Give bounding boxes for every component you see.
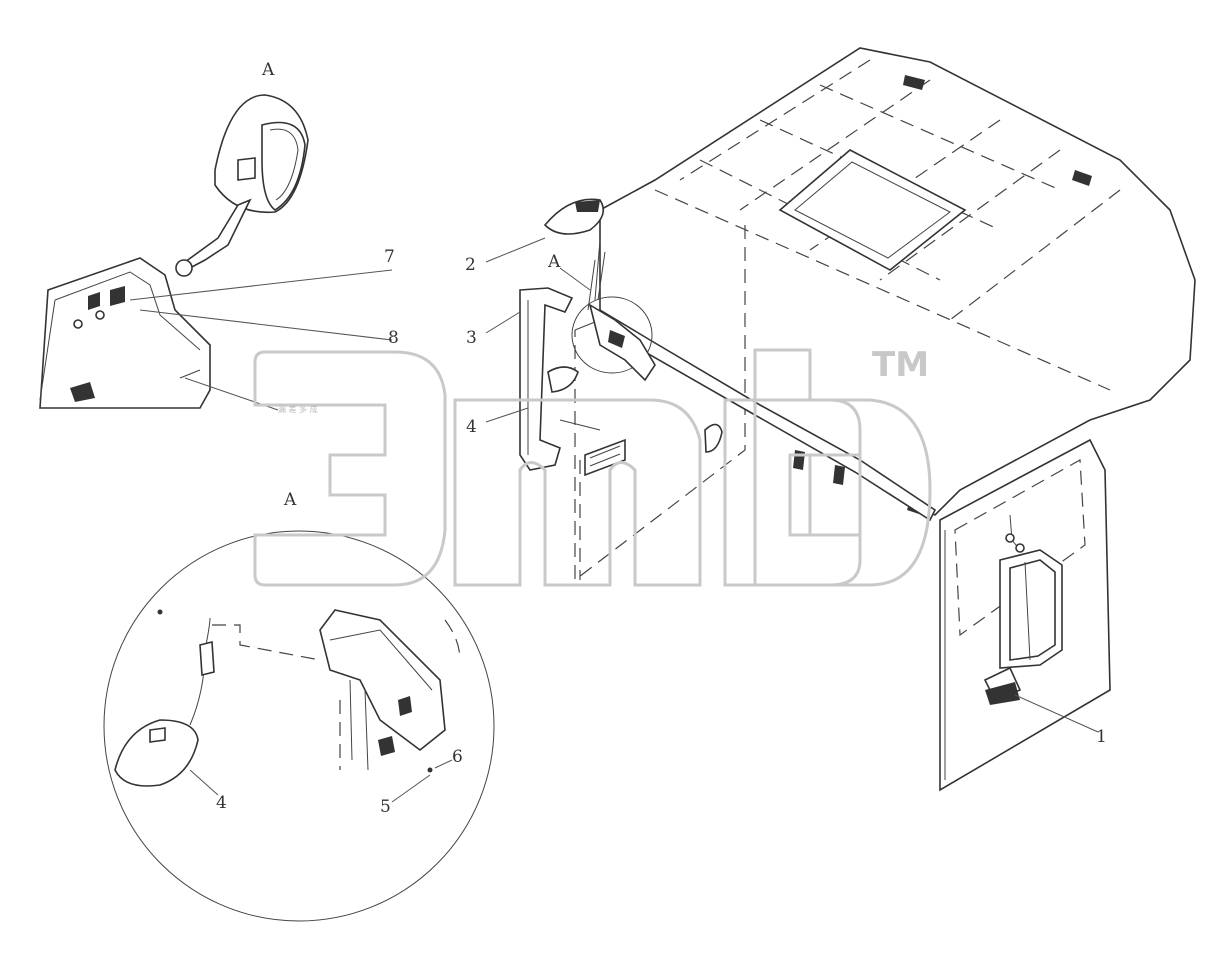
label-view-a-cab: A (547, 252, 561, 272)
roof-hatch (778, 149, 967, 271)
brand-watermark: 漏 差 多 成 TM (253, 345, 932, 587)
left-door-panel (574, 225, 746, 582)
right-rearview-mirror (983, 514, 1063, 705)
view-a-detail-circle (103, 530, 495, 922)
label-part-1: 1 (1096, 727, 1107, 747)
cab-body (574, 47, 1196, 792)
wide-angle-mirror (543, 198, 605, 301)
trademark-symbol: TM (872, 345, 929, 385)
view-a-mirror-detail (39, 94, 309, 409)
label-part-2: 2 (465, 255, 476, 275)
cab-a-pillar-bracket (587, 251, 656, 382)
label-part-6: 6 (452, 747, 463, 767)
callout-labels: A A A 1 2 3 4 4 5 6 7 8 (216, 60, 1107, 817)
label-part-8: 8 (388, 328, 399, 348)
label-part-4-detail: 4 (216, 793, 227, 813)
grab-handle (519, 287, 601, 471)
label-part-7: 7 (384, 247, 395, 267)
label-view-a-detail: A (283, 490, 297, 510)
label-part-3: 3 (466, 328, 477, 348)
label-view-a-top: A (261, 60, 275, 80)
label-part-4-cab: 4 (466, 417, 477, 437)
watermark-small-text: 漏 差 多 成 (278, 404, 318, 414)
label-part-5: 5 (380, 797, 391, 817)
detail-a-marker (571, 296, 653, 374)
